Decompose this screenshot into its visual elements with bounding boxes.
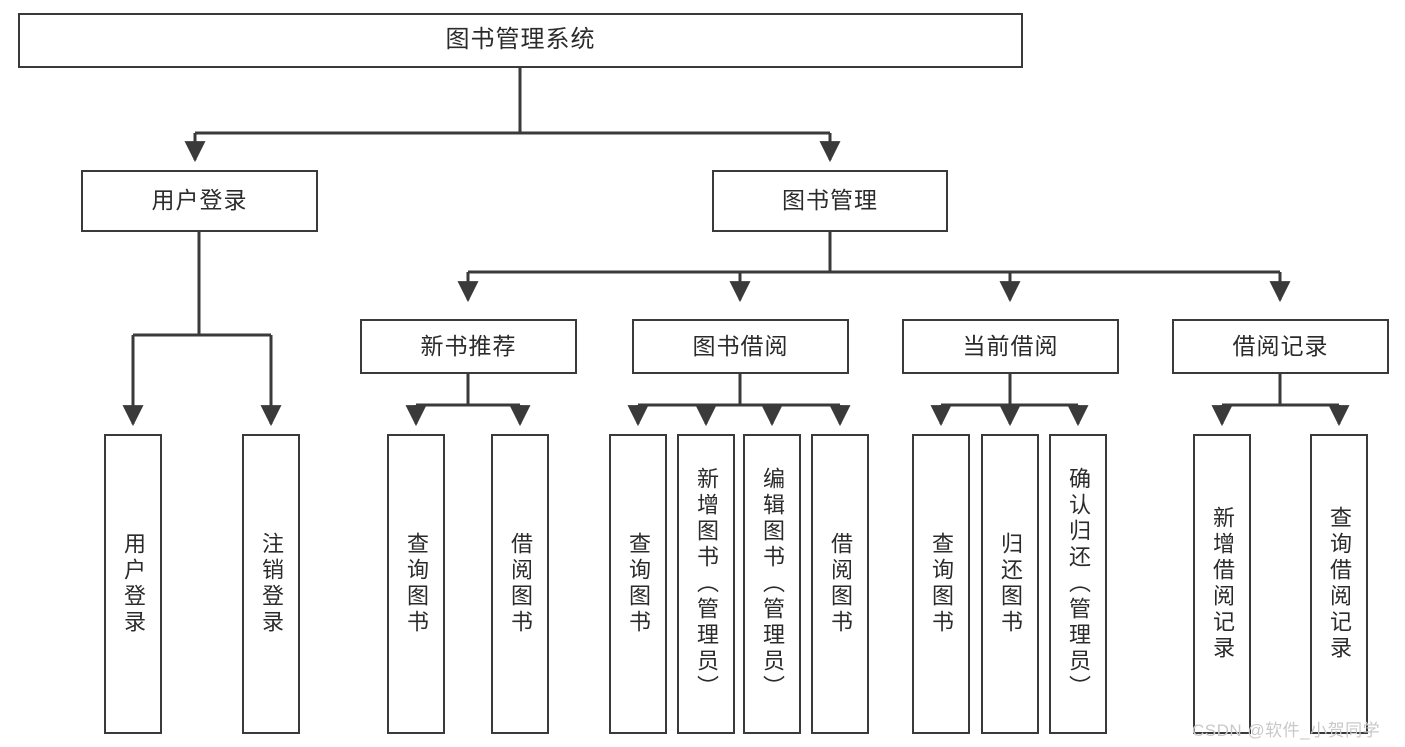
leaf-label: 借阅图书 bbox=[508, 532, 533, 636]
node-book-borrow[interactable]: 图书借阅 bbox=[632, 319, 849, 374]
leaf-book-borrow-borrow[interactable]: 借阅图书 bbox=[811, 434, 869, 734]
leaf-label: 查询图书 bbox=[929, 532, 954, 636]
leaf-new-book-borrow[interactable]: 借阅图书 bbox=[491, 434, 549, 734]
leaf-book-borrow-query[interactable]: 查询图书 bbox=[609, 434, 667, 734]
leaf-label: 归还图书 bbox=[998, 532, 1023, 636]
node-current-borrow[interactable]: 当前借阅 bbox=[902, 319, 1119, 374]
leaf-current-borrow-confirm[interactable]: 确认归还（管理员） bbox=[1049, 434, 1107, 734]
leaf-user-login-login[interactable]: 用户登录 bbox=[104, 434, 162, 734]
leaf-label: 用户登录 bbox=[121, 532, 146, 636]
leaf-label: 查询图书 bbox=[404, 532, 429, 636]
leaf-label: 确认归还（管理员） bbox=[1066, 467, 1091, 701]
leaf-book-borrow-add[interactable]: 新增图书（管理员） bbox=[677, 434, 735, 734]
leaf-borrow-record-query[interactable]: 查询借阅记录 bbox=[1310, 434, 1368, 734]
node-root[interactable]: 图书管理系统 bbox=[18, 13, 1023, 68]
leaf-label: 注销登录 bbox=[259, 532, 284, 636]
leaf-book-borrow-edit[interactable]: 编辑图书（管理员） bbox=[743, 434, 801, 734]
node-user-login[interactable]: 用户登录 bbox=[81, 170, 318, 232]
leaf-label: 新增借阅记录 bbox=[1210, 506, 1235, 662]
node-book-management[interactable]: 图书管理 bbox=[712, 170, 948, 232]
leaf-current-borrow-return[interactable]: 归还图书 bbox=[981, 434, 1039, 734]
leaf-user-login-logout[interactable]: 注销登录 bbox=[242, 434, 300, 734]
leaf-label: 查询借阅记录 bbox=[1327, 506, 1352, 662]
leaf-label: 查询图书 bbox=[626, 532, 651, 636]
leaf-label: 借阅图书 bbox=[828, 532, 853, 636]
leaf-label: 编辑图书（管理员） bbox=[760, 467, 785, 701]
leaf-current-borrow-query[interactable]: 查询图书 bbox=[912, 434, 970, 734]
watermark-text: CSDN @软件_小贺同学 bbox=[1192, 721, 1381, 740]
node-borrow-record[interactable]: 借阅记录 bbox=[1172, 319, 1389, 374]
leaf-new-book-query[interactable]: 查询图书 bbox=[387, 434, 445, 734]
leaf-borrow-record-add[interactable]: 新增借阅记录 bbox=[1193, 434, 1251, 734]
node-new-book-recommend[interactable]: 新书推荐 bbox=[360, 319, 577, 374]
leaf-label: 新增图书（管理员） bbox=[694, 467, 719, 701]
